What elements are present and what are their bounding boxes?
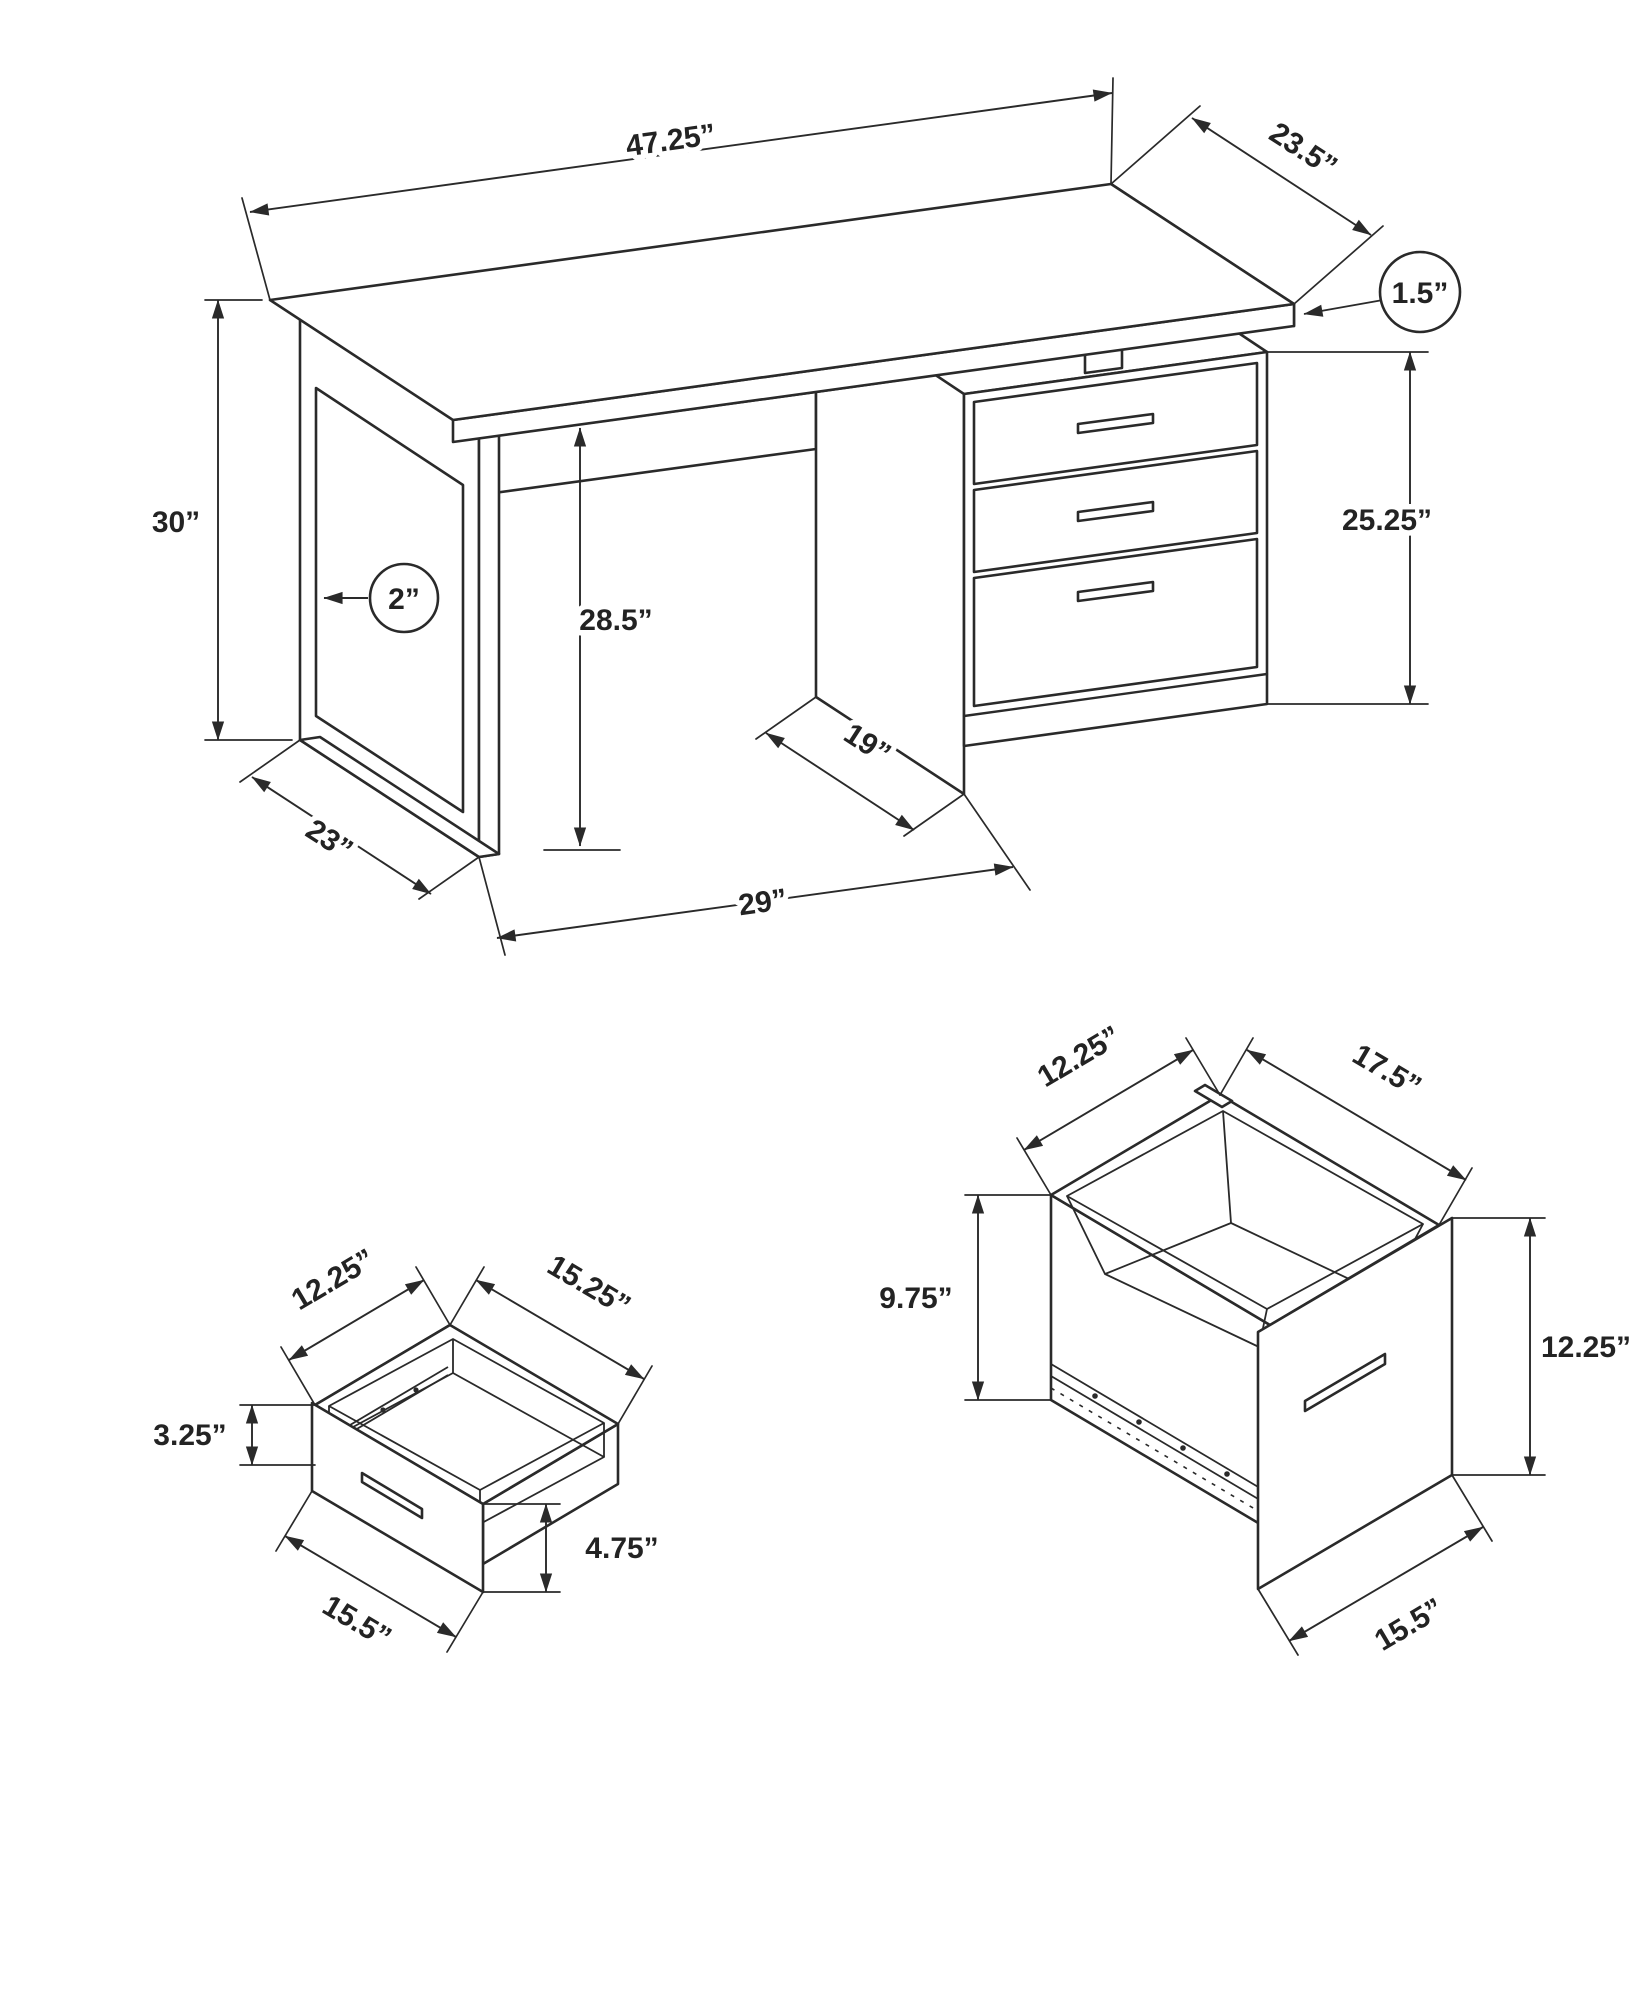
dim-label-knee-clearance-width: 29” xyxy=(736,883,788,922)
dim-label-leg-depth: 23” xyxy=(300,813,359,867)
dim-label-small-drawer-depth: 12.25” xyxy=(286,1243,380,1317)
dimension-line xyxy=(1191,117,1372,236)
extension-lines xyxy=(275,1490,484,1653)
rail-screw-dot xyxy=(1180,1445,1186,1451)
dim-knee-clearance-width: 29” xyxy=(478,793,1031,956)
dim-small-drawer-side-height: 3.25” xyxy=(148,1404,316,1466)
slide-rail-dashed-line xyxy=(1050,1387,1271,1519)
file-drawer-drawing xyxy=(1049,1083,1454,1591)
dimension-line xyxy=(251,776,432,895)
rail-screw-dot xyxy=(1092,1393,1098,1399)
dim-label-frame-thickness: 2” xyxy=(388,583,420,616)
drawer-handle-icon xyxy=(1076,500,1155,523)
callout-circle xyxy=(368,562,440,634)
desktop xyxy=(268,182,1296,444)
dimension-line xyxy=(1023,1049,1194,1151)
dim-label-small-drawer-interior-width: 15.25” xyxy=(542,1249,636,1323)
dim-small-drawer-front-height: 4.75” xyxy=(482,1503,664,1593)
rail-screw-dot xyxy=(380,1407,386,1413)
toe-kick-line xyxy=(962,672,1269,718)
rail-screw-dot xyxy=(1224,1471,1230,1477)
dim-label-desk-depth: 23.5” xyxy=(1263,116,1343,184)
extension-lines xyxy=(1016,1037,1221,1196)
dim-label-file-drawer-side-height: 9.75” xyxy=(879,1282,952,1315)
dim-top-thickness: 1.5” xyxy=(1303,250,1462,334)
dim-label-knee-clearance-height: 28.5” xyxy=(579,604,652,637)
dim-label-file-drawer-front-width: 15.5” xyxy=(1369,1592,1449,1658)
dim-label-file-drawer-interior-width: 12.25” xyxy=(1032,1020,1126,1094)
dim-desk-height: 30” xyxy=(146,299,293,741)
extension-lines xyxy=(280,1266,451,1406)
drawer-unit xyxy=(814,330,1269,796)
extension-lines xyxy=(1257,1474,1493,1656)
extension-lines xyxy=(1110,105,1384,305)
dim-drawer-unit-height: 25.25” xyxy=(1266,351,1438,705)
dim-label-desk-width: 47.25” xyxy=(624,118,718,163)
dim-knee-clearance-height: 28.5” xyxy=(543,427,658,851)
dimension-line xyxy=(765,732,915,831)
dim-file-drawer-front-height: 12.25” xyxy=(1451,1217,1637,1476)
dim-label-small-drawer-front-width: 15.5” xyxy=(317,1589,397,1655)
slide-bracket xyxy=(1193,1083,1234,1109)
dimension-line xyxy=(284,1535,457,1638)
dimension-line xyxy=(475,1279,645,1380)
dim-frame-thickness: 2” xyxy=(323,562,440,634)
small-drawer-interior-corners xyxy=(328,1339,605,1524)
extension-lines xyxy=(1266,351,1429,705)
drawer-front-3 xyxy=(972,537,1259,708)
dim-label-small-drawer-front-height: 4.75” xyxy=(585,1532,658,1565)
extension-lines xyxy=(1451,1217,1546,1476)
dim-label-small-drawer-side-height: 3.25” xyxy=(153,1419,226,1452)
dim-label-desk-height: 30” xyxy=(152,506,200,539)
extension-lines xyxy=(1219,1037,1473,1226)
leg-front-edge-face xyxy=(477,430,501,859)
dimension-line xyxy=(1288,1526,1484,1642)
drawer-handle-icon xyxy=(1303,1352,1387,1413)
dimension-line xyxy=(1246,1049,1467,1181)
rail-screw-dot xyxy=(1136,1419,1142,1425)
dim-label-drawer-unit-height: 25.25” xyxy=(1342,504,1432,537)
extension-lines xyxy=(478,793,1031,956)
callout-circle xyxy=(1378,250,1462,334)
drawer-handle-icon xyxy=(1076,412,1155,435)
dim-label-file-drawer-depth: 17.5” xyxy=(1347,1038,1427,1104)
extension-lines xyxy=(449,1266,653,1425)
dim-file-drawer-side-height: 9.75” xyxy=(874,1194,1052,1401)
dim-label-file-drawer-front-height: 12.25” xyxy=(1541,1331,1631,1364)
slide-rail-lines xyxy=(1050,1363,1271,1507)
drawer-unit-side-panel xyxy=(814,369,966,796)
dim-label-top-thickness: 1.5” xyxy=(1392,277,1449,310)
small-drawer-drawing xyxy=(310,1323,620,1594)
rail-screw-dot xyxy=(413,1387,419,1393)
leader-line xyxy=(1303,299,1384,317)
dimension-line xyxy=(288,1279,425,1361)
desk-drawing xyxy=(268,182,1296,859)
dimension-line xyxy=(496,863,1014,942)
drawer-handle-icon xyxy=(1076,580,1155,603)
drawer-handle-icon xyxy=(360,1471,424,1520)
dimension-line xyxy=(249,89,1113,216)
